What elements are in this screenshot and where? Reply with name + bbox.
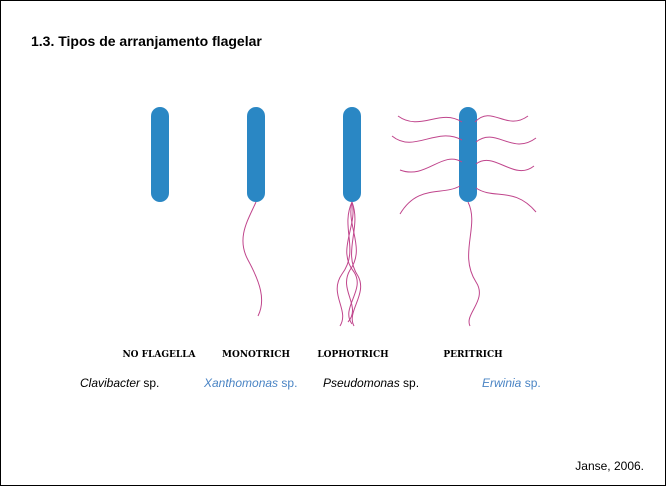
label-monotrich: MONOTRICH <box>222 350 290 360</box>
bacterium-lophotrich <box>343 107 361 202</box>
species-clavibacter: Clavibacter sp. <box>80 376 159 390</box>
species-pseudomonas: Pseudomonas sp. <box>323 376 419 390</box>
flagellum-monotrich <box>243 202 262 316</box>
citation: Janse, 2006. <box>575 459 644 473</box>
flagella-lophotrich <box>337 202 360 326</box>
label-lophotrich: LOPHOTRICH <box>317 350 389 360</box>
label-peritrich: PERITRICH <box>443 350 503 360</box>
label-no-flagella: NO FLAGELLA <box>122 350 196 360</box>
species-erwinia: Erwinia sp. <box>482 376 541 390</box>
bacterium-monotrich <box>247 107 265 202</box>
bacterium-no-flagella <box>151 107 169 202</box>
species-xanthomonas: Xanthomonas sp. <box>204 376 297 390</box>
